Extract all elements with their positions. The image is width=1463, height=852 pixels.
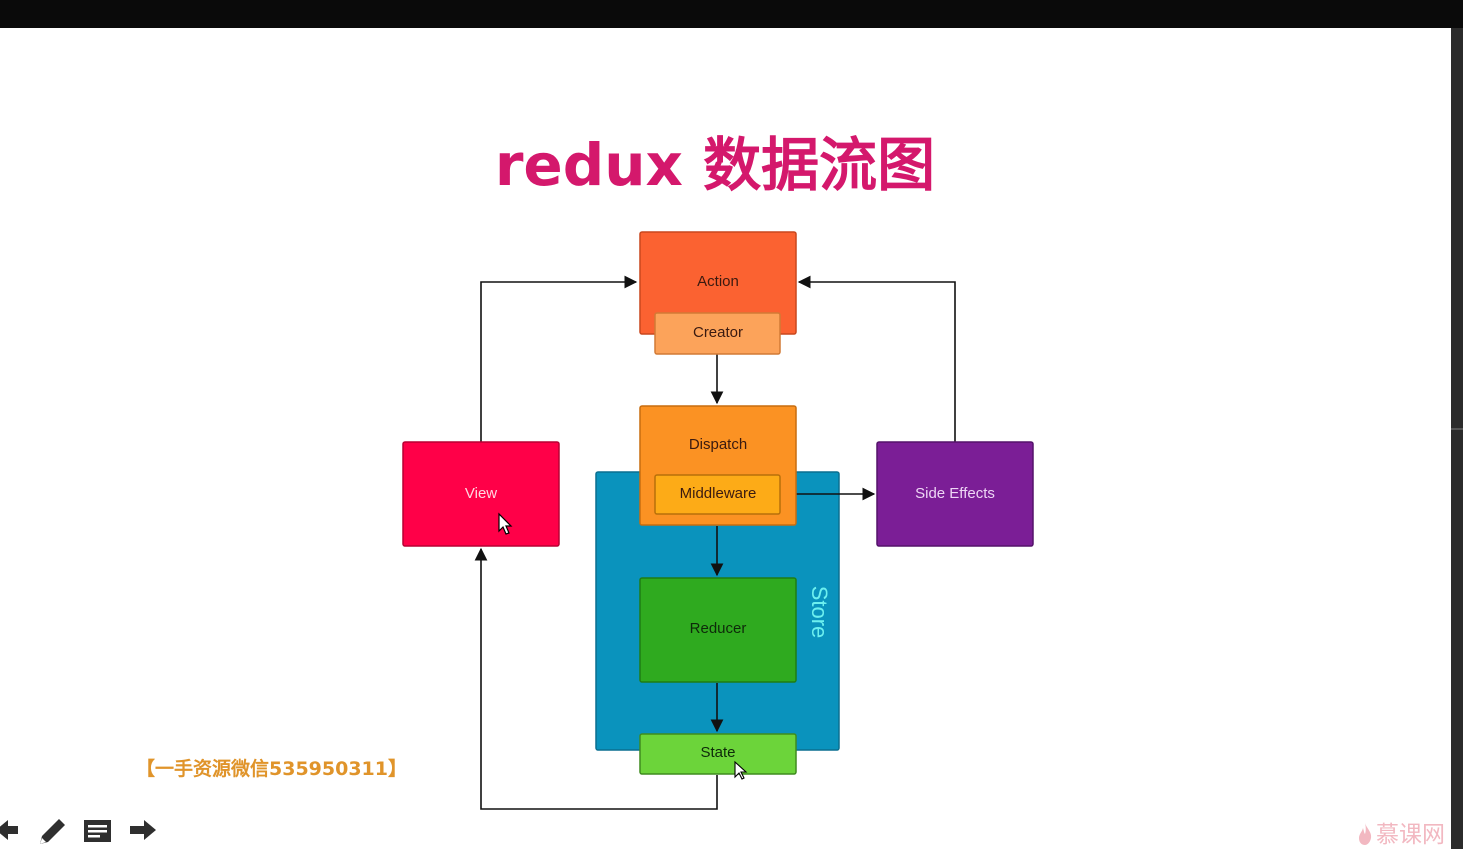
flame-icon [1359, 823, 1372, 845]
notes-icon[interactable] [82, 812, 112, 848]
state-label: State [700, 744, 735, 761]
view-to-action-arrow [480, 275, 638, 442]
action-label: Action [697, 273, 739, 290]
brand-text: 慕课网 [1376, 822, 1445, 848]
slide-title-text: redux 数据流图 [494, 131, 936, 199]
dispatch-label: Dispatch [689, 436, 747, 453]
side-effects-label: Side Effects [915, 485, 995, 502]
top-bar [0, 0, 1463, 28]
mouse-cursor-icon-2 [734, 760, 748, 780]
state-to-view-arrow [474, 547, 718, 810]
creator-label: Creator [693, 324, 743, 341]
brand-logo: 慕课网 [1358, 815, 1445, 849]
side-effects-box [876, 441, 1034, 547]
reducer-box [639, 577, 797, 683]
state-box [639, 733, 797, 775]
scroll-separator [1451, 428, 1463, 430]
creator-box [654, 312, 781, 355]
arrow-left-icon[interactable] [0, 812, 22, 848]
watermark-text: 【一手资源微信535950311】 [136, 758, 407, 780]
right-scroll-edge[interactable] [1451, 28, 1463, 849]
view-box [402, 441, 560, 547]
arrow-right-icon[interactable] [128, 812, 158, 848]
middleware-box [654, 474, 781, 515]
pencil-icon[interactable] [36, 812, 66, 848]
slide-title: redux 数据流图 [0, 118, 1450, 202]
middleware-label: Middleware [680, 485, 757, 502]
reducer-label: Reducer [690, 620, 747, 637]
store-label: Store [807, 586, 832, 639]
sideeffects-to-action-arrow [797, 275, 956, 442]
mouse-cursor-icon [498, 512, 513, 535]
slide-toolbar [0, 812, 200, 848]
view-label: View [465, 485, 497, 502]
